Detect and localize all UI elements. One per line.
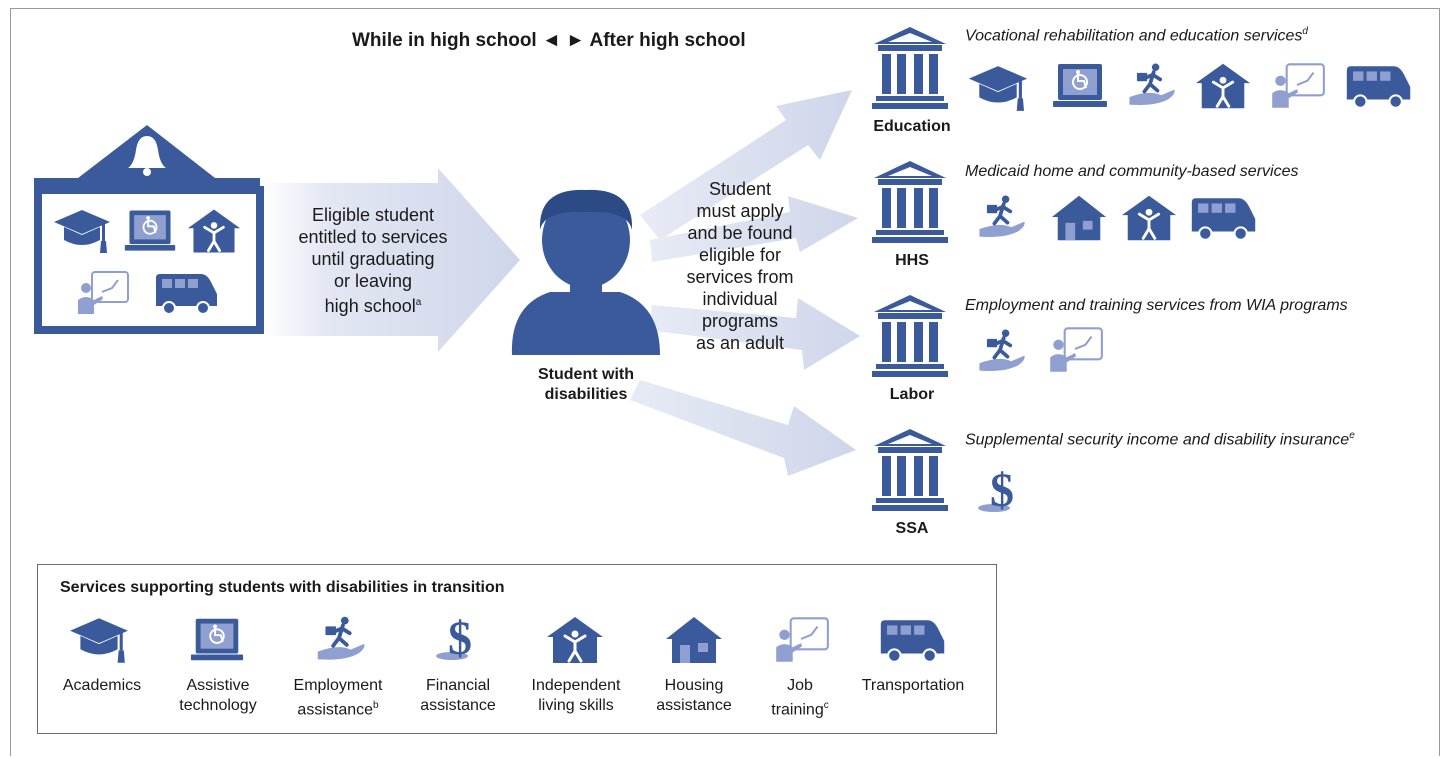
- education-job-training-icon: [1271, 63, 1325, 109]
- school-text-line: until graduating: [311, 249, 435, 269]
- labor-job-training-icon: [1049, 327, 1103, 373]
- legend-label-academics: Academics: [62, 677, 142, 694]
- education-transportation-icon: [1345, 65, 1412, 109]
- apply-text-line: as an adult: [695, 333, 785, 353]
- agency-education: Education: [873, 118, 951, 135]
- arrow-ssa: [630, 380, 856, 476]
- apply-text-line: must apply: [696, 201, 784, 221]
- education-independent-living-icon: [1194, 62, 1252, 110]
- hhs-independent-living-icon: [1120, 194, 1178, 242]
- legend: Services supporting students with disabi…: [37, 564, 997, 734]
- legend-title: Services supporting students with disabi…: [60, 579, 505, 596]
- arrow-education: [640, 90, 852, 240]
- labor-employment-assistance-icon: [979, 330, 1024, 371]
- ssa-financial-assistance-icon: [978, 464, 1014, 517]
- footnote-d: d: [1302, 26, 1308, 37]
- figure-frame: [10, 8, 1440, 756]
- hhs-employment-assistance-icon: [979, 196, 1024, 237]
- labor-building-icon: [872, 295, 948, 377]
- legend-label-transportation: Transportation: [861, 677, 965, 694]
- service-labor: Employment and training services from WI…: [965, 297, 1348, 314]
- footnote-e: e: [1349, 430, 1355, 441]
- hhs-transportation-icon: [1190, 197, 1257, 241]
- student-silhouette-icon: [511, 189, 660, 355]
- agency-hhs: HHS: [895, 252, 929, 269]
- education-employment-assistance-icon: [1129, 64, 1174, 105]
- arrow-hhs: [650, 196, 858, 262]
- school-text-line: high schoola: [324, 296, 422, 316]
- school-arrow: [262, 168, 520, 352]
- service-education: Vocational rehabilitation and education …: [965, 26, 1308, 45]
- school-arrow-text: Eligible student entitled to services un…: [288, 204, 458, 317]
- apply-text-line: programs: [701, 311, 779, 331]
- apply-text-line: individual: [702, 289, 778, 309]
- school-text-line: entitled to services: [298, 227, 448, 247]
- education-academics-icon: [968, 66, 1028, 111]
- student-label: Student with disabilities: [538, 366, 634, 403]
- ssa-building-icon: [872, 429, 948, 511]
- school-text-line: Eligible student: [311, 205, 435, 225]
- header-left: While in high school: [352, 30, 537, 51]
- school-text-line: or leaving: [333, 271, 413, 291]
- footnote-a: a: [415, 297, 422, 308]
- service-ssa: Supplemental security income and disabil…: [965, 430, 1355, 449]
- header-arrows: ◄ ►: [542, 30, 585, 51]
- service-hhs: Medicaid home and community-based servic…: [965, 163, 1299, 180]
- apply-text-line: and be found: [687, 223, 793, 243]
- arrow-labor: [648, 298, 860, 370]
- agency-ssa: SSA: [895, 520, 929, 537]
- apply-text-line: Student: [708, 179, 772, 199]
- timeline-header: While in high school ◄ ► After high scho…: [352, 30, 802, 52]
- apply-text-line: eligible for: [698, 245, 782, 265]
- education-building-icon: [872, 27, 948, 109]
- agency-labor: Labor: [889, 386, 935, 403]
- header-right: After high school: [589, 30, 746, 51]
- hhs-building-icon: [872, 161, 948, 243]
- education-assistive-technology-icon: [1051, 62, 1109, 109]
- apply-text-line: services from: [686, 267, 794, 287]
- hhs-housing-icon: [1051, 195, 1107, 241]
